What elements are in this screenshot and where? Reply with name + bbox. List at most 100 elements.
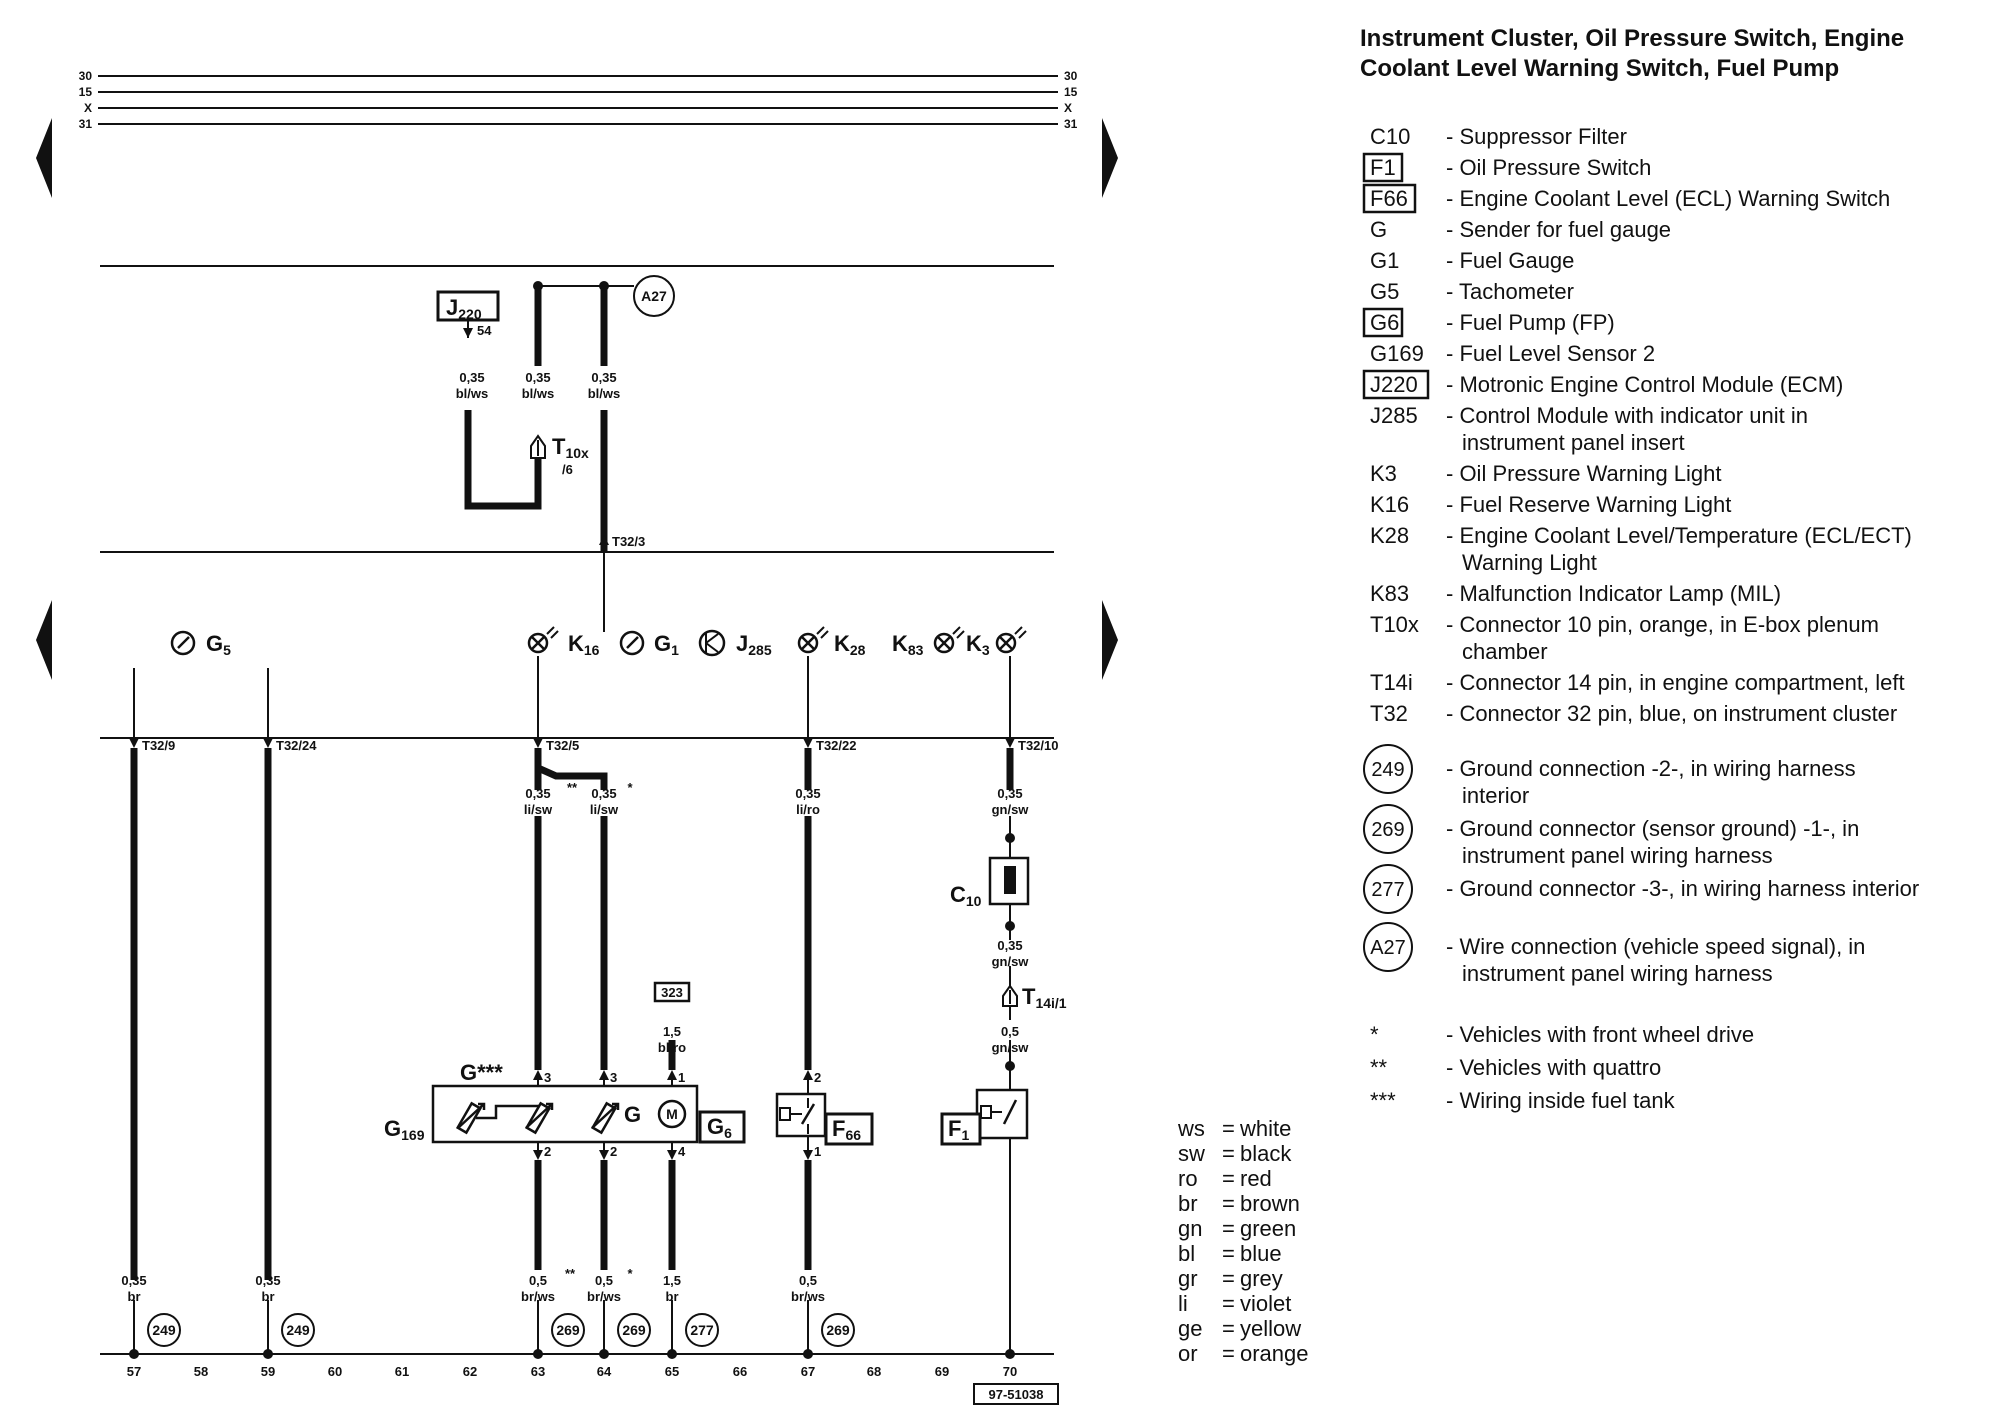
ground-legend-row-a27: A27- Wire connection (vehicle speed sign… <box>1363 922 1865 986</box>
legend-code: K28 <box>1370 523 1409 548</box>
note-mark: ** <box>1370 1055 1388 1080</box>
wire-size: 1,5 <box>663 1273 681 1288</box>
legend-row-j285: J285- Control Module with indicator unit… <box>1370 403 1808 455</box>
legend-code: T10x <box>1370 612 1419 637</box>
legend-description: - Control Module with indicator unit in <box>1446 403 1808 428</box>
legend-code: G <box>1370 217 1387 242</box>
splice-dot <box>533 281 543 291</box>
track-number: 58 <box>194 1364 208 1379</box>
track-number: 60 <box>328 1364 342 1379</box>
color-code-legend: ws=whitesw=blackro=redbr=browngn=greenbl… <box>1177 1116 1309 1366</box>
color-code-name: white <box>1239 1116 1291 1141</box>
note-mark: *** <box>1370 1088 1396 1113</box>
fuel-pump-motor-icon <box>657 1099 687 1129</box>
ground-label: 269 <box>556 1322 580 1338</box>
ground-legend-code: A27 <box>1370 937 1406 959</box>
color-code-name: orange <box>1240 1341 1309 1366</box>
color-code-row: br=brown <box>1178 1191 1300 1216</box>
pin-number: 3 <box>544 1070 551 1085</box>
bus-label-15: 15 <box>79 85 93 99</box>
color-code-equals: = <box>1222 1166 1235 1191</box>
wire-color: li/ro <box>796 802 820 817</box>
ground-label: 269 <box>622 1322 646 1338</box>
splice-dot <box>599 281 609 291</box>
indicator-row: G5 K16 G1 J285 K28 <box>170 626 1027 658</box>
legend-description: - Tachometer <box>1446 279 1574 304</box>
color-code-name: brown <box>1240 1191 1300 1216</box>
legend-description: - Oil Pressure Switch <box>1446 155 1651 180</box>
wire-color: br/ws <box>587 1289 621 1304</box>
ground-label: 277 <box>690 1322 714 1338</box>
track-number: 62 <box>463 1364 477 1379</box>
coolant-warning-lamp-icon <box>797 626 829 654</box>
color-code-row: bl=blue <box>1178 1241 1282 1266</box>
legend-row-k28: K28- Engine Coolant Level/Temperature (E… <box>1370 523 1912 575</box>
fuel-reserve-lamp-icon <box>527 626 559 654</box>
legend-description: - Fuel Pump (FP) <box>1446 310 1615 335</box>
page-forward-arrow-top[interactable] <box>1102 118 1118 198</box>
a27-wire-connection <box>633 275 675 317</box>
ground-legend-code: 269 <box>1371 819 1404 841</box>
color-code-abbr: li <box>1178 1291 1188 1316</box>
track-number: 57 <box>127 1364 141 1379</box>
f1-label: F1 <box>948 1116 969 1143</box>
t14i-label: T14i/1 <box>1022 984 1067 1011</box>
legend-description: - Oil Pressure Warning Light <box>1446 461 1722 486</box>
legend-description: - Connector 14 pin, in engine compartmen… <box>1446 670 1905 695</box>
fwd-mark: * <box>627 780 633 795</box>
wire-size: 0,35 <box>459 370 484 385</box>
ground-legend-description: - Ground connector (sensor ground) -1-, … <box>1446 816 1859 841</box>
j220-label: J220 <box>446 295 482 322</box>
wire-color: gn/sw <box>992 954 1030 969</box>
legend-description: - Connector 10 pin, orange, in E-box ple… <box>1446 612 1879 637</box>
fuel-gauge-sender-icon <box>590 1101 620 1135</box>
legend-description: Warning Light <box>1462 550 1597 575</box>
note-mark: * <box>1370 1022 1379 1047</box>
legend-code: T14i <box>1370 670 1413 695</box>
k3-label: K3 <box>966 631 990 658</box>
lower-wires <box>130 748 1014 1280</box>
quattro-mark: ** <box>567 780 578 795</box>
bus-labels-left: 30 15 X 31 <box>79 69 93 131</box>
color-code-abbr: ws <box>1177 1116 1205 1141</box>
fuse-323-box <box>653 981 691 1003</box>
legend-code: F66 <box>1370 186 1408 211</box>
g5-label: G5 <box>206 631 231 658</box>
pin-number: 1 <box>814 1144 821 1159</box>
color-code-name: blue <box>1240 1241 1282 1266</box>
page-back-arrow-top[interactable] <box>36 118 52 198</box>
bus-lines <box>98 75 1058 125</box>
fuel-gauge-sender-icon <box>524 1101 554 1135</box>
page-forward-arrow-mid[interactable] <box>1102 600 1118 680</box>
splice-dot <box>1005 1061 1015 1071</box>
legend-code-box <box>1362 369 1430 400</box>
t32-5-label: T32/5 <box>546 738 579 753</box>
legend-description: - Fuel Reserve Warning Light <box>1446 492 1731 517</box>
color-code-name: black <box>1240 1141 1292 1166</box>
color-code-equals: = <box>1222 1116 1235 1141</box>
legend-code-box <box>1362 152 1404 183</box>
wire-size: 0,5 <box>595 1273 613 1288</box>
color-code-abbr: br <box>1178 1191 1198 1216</box>
page-back-arrow-mid[interactable] <box>36 600 52 680</box>
wire-color: bl/ws <box>522 386 555 401</box>
legend-code: K16 <box>1370 492 1409 517</box>
legend-row-t10x: T10x - Connector 10 pin, orange, in E-box… <box>1370 612 1879 664</box>
color-code-row: ge=yellow <box>1178 1316 1301 1341</box>
legend-code: G169 <box>1370 341 1424 366</box>
note-text: - Wiring inside fuel tank <box>1446 1088 1676 1113</box>
legend-row-k16: K16 - Fuel Reserve Warning Light <box>1370 492 1731 517</box>
legend-code: J220 <box>1370 372 1418 397</box>
mil-lamp-icon <box>933 626 965 654</box>
legend-description: - Suppressor Filter <box>1446 124 1627 149</box>
title-line-1: Instrument Cluster, Oil Pressure Switch,… <box>1360 25 1904 52</box>
pin-leads <box>537 1080 673 1150</box>
c10-label: C10 <box>950 882 982 909</box>
color-code-row: gr=grey <box>1178 1266 1283 1291</box>
legend-code: K83 <box>1370 581 1409 606</box>
ground-dots <box>129 1349 1015 1359</box>
g-stars-label: G*** <box>460 1060 503 1085</box>
ground-269 <box>551 1313 585 1347</box>
ground-label: 249 <box>152 1322 176 1338</box>
g6-box <box>698 1110 746 1144</box>
